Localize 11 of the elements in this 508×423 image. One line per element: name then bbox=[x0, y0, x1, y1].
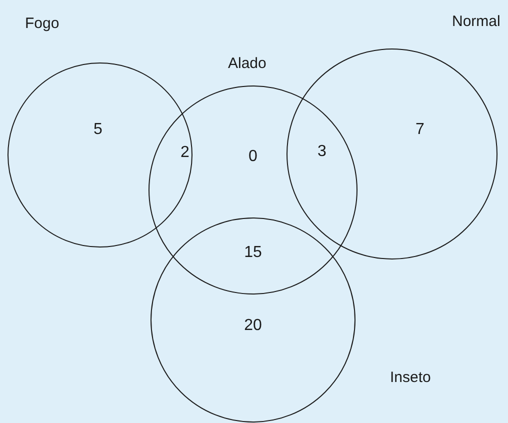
count-value: 20 bbox=[244, 316, 262, 336]
count-value: 5 bbox=[94, 120, 102, 140]
count-value: 3 bbox=[318, 142, 326, 162]
set-label: Fogo bbox=[25, 14, 60, 34]
count-value: 7 bbox=[416, 120, 424, 140]
set-label: Inseto bbox=[390, 368, 431, 388]
count-value: 15 bbox=[244, 243, 262, 263]
set-label: Alado bbox=[228, 54, 266, 74]
set-label: Normal bbox=[452, 12, 500, 32]
count-value: 2 bbox=[180, 143, 190, 163]
count-value: 0 bbox=[248, 147, 258, 167]
